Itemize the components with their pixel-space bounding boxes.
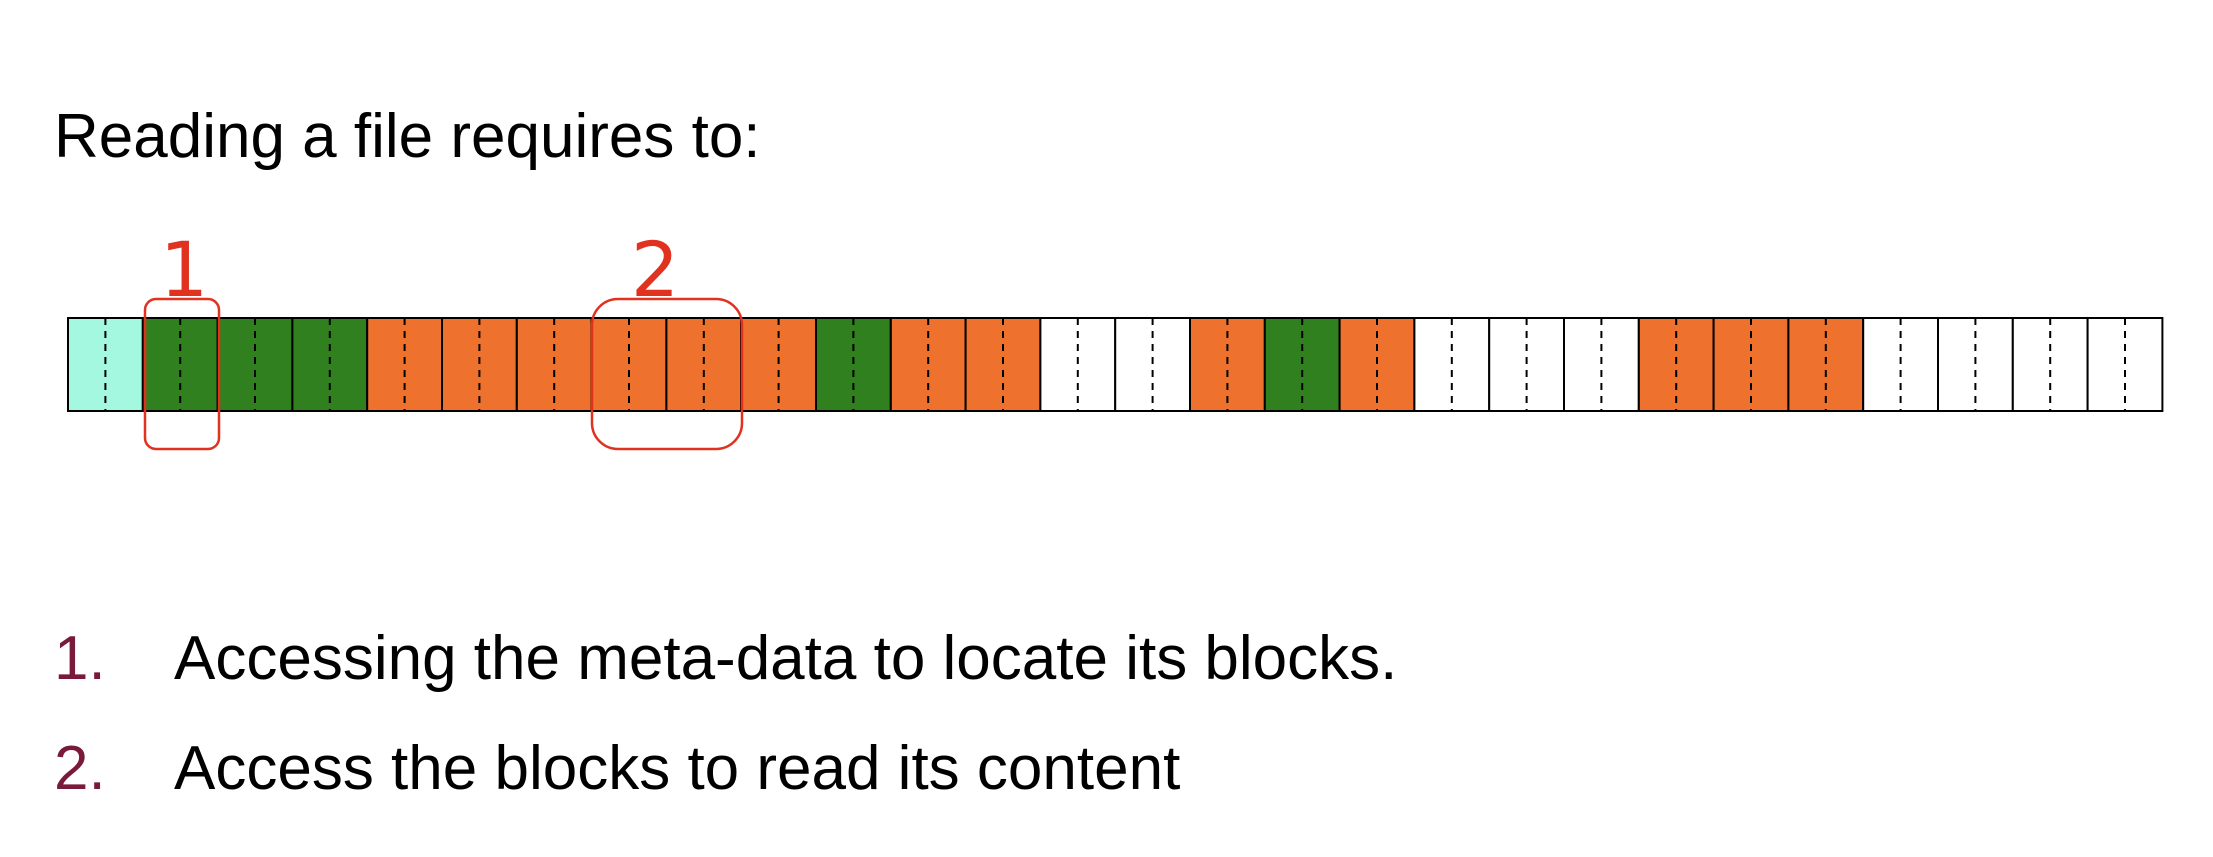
block-metadata-block <box>216 317 294 412</box>
block-data-block <box>740 317 818 412</box>
callouts: 1 2 <box>143 225 744 451</box>
block-metadata-block <box>815 317 892 412</box>
block-free-block <box>1937 317 2014 412</box>
callout-2-box <box>590 297 744 451</box>
block-data-block <box>1189 317 1266 412</box>
block-data-block <box>590 317 668 412</box>
step-1-text: Accessing the meta-data to locate its bl… <box>174 624 1398 693</box>
block-data-block <box>1338 317 1416 412</box>
step-1: 1.Accessing the meta-data to locate its … <box>54 628 1397 690</box>
step-2: 2.Access the blocks to read its content <box>54 738 1180 800</box>
step-2-number: 2. <box>54 734 106 803</box>
block-free-block <box>1413 317 1491 412</box>
block-data-block <box>515 317 593 412</box>
block-free-block <box>1563 317 1640 412</box>
block-free-block <box>1488 317 1565 412</box>
slide-title: Reading a file requires to: <box>54 102 761 171</box>
disk-blocks <box>67 317 2164 412</box>
block-metadata <box>67 317 144 412</box>
block-data-block <box>1787 317 1865 412</box>
block-data-block <box>441 317 518 412</box>
block-free-block <box>2011 317 2089 412</box>
block-free-block <box>1114 317 1191 412</box>
block-data-block <box>1637 317 1715 412</box>
block-data-block <box>1712 317 1790 412</box>
block-data-block <box>889 317 967 412</box>
block-free-block <box>1862 317 1939 412</box>
block-metadata-block <box>291 317 369 412</box>
block-free-block <box>2086 317 2164 412</box>
block-data-block <box>964 317 1042 412</box>
block-metadata-block <box>141 317 219 412</box>
step-2-text: Access the blocks to read its content <box>174 734 1181 803</box>
block-metadata-block <box>1263 317 1341 412</box>
callout-1-box <box>143 297 221 451</box>
block-free-block <box>1039 317 1117 412</box>
step-1-number: 1. <box>54 624 106 693</box>
block-data-block <box>665 317 743 412</box>
callout-1-label: 1 <box>160 225 208 314</box>
callout-2-label: 2 <box>631 225 679 314</box>
block-data-block <box>366 317 444 412</box>
